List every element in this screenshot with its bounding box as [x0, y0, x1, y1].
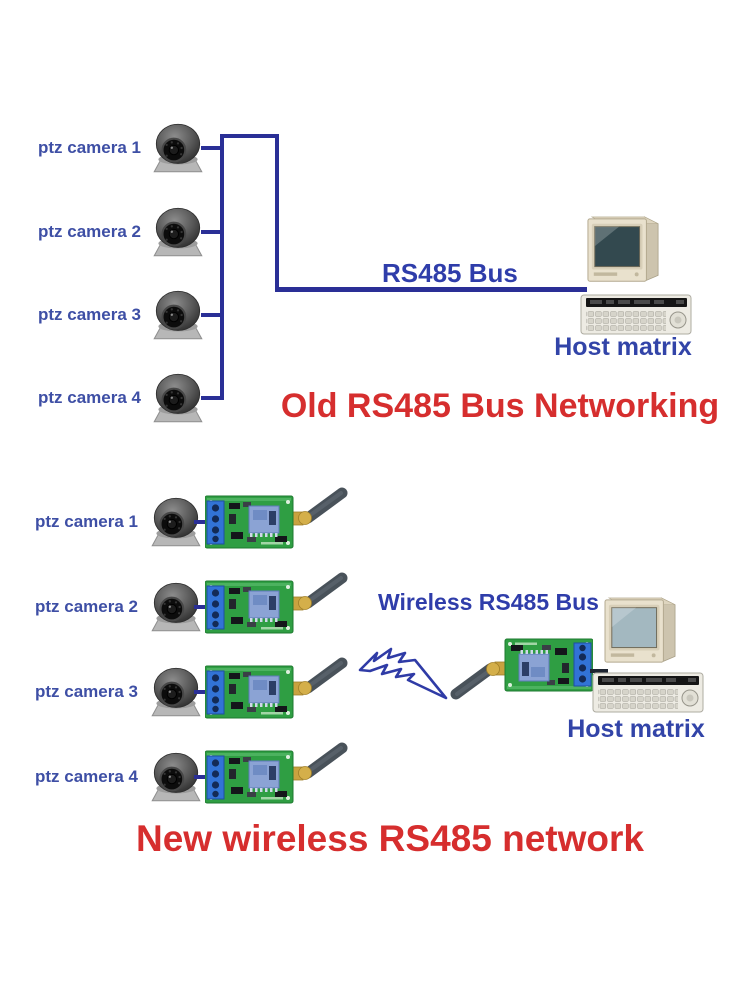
rf-module-icon: [205, 569, 355, 644]
bus-vertical-line: [220, 134, 224, 400]
wireless-bus-label: Wireless RS485 Bus: [378, 589, 599, 615]
rf-module-icon: [205, 739, 355, 814]
camera-label: ptz camera 4: [35, 767, 138, 786]
host-matrix-label: Host matrix: [554, 333, 692, 361]
camera-label: ptz camera 1: [38, 138, 141, 157]
camera-module-link: [194, 520, 209, 524]
dome-camera-icon: [147, 289, 209, 341]
camera-bus-stub: [201, 230, 224, 234]
rs485-bus-line: [275, 287, 587, 292]
rf-module-icon: [205, 484, 355, 559]
bus-drop-line: [275, 134, 279, 291]
camera-bus-stub: [201, 396, 224, 400]
dome-camera-icon: [147, 372, 209, 424]
camera-label: ptz camera 2: [38, 222, 141, 241]
crt-monitor-icon: [602, 596, 680, 668]
camera-module-link: [194, 605, 209, 609]
camera-label: ptz camera 3: [38, 305, 141, 324]
rf-module-icon: [443, 628, 593, 703]
camera-module-link: [194, 690, 209, 694]
camera-label: ptz camera 2: [35, 597, 138, 616]
dome-camera-icon: [147, 122, 209, 174]
camera-bus-stub: [201, 313, 224, 317]
camera-label: ptz camera 3: [35, 682, 138, 701]
camera-bus-stub: [201, 146, 224, 150]
matrix-keyboard-icon: [592, 668, 705, 714]
rf-module-icon: [205, 654, 355, 729]
camera-label: ptz camera 1: [35, 512, 138, 531]
camera-label: ptz camera 4: [38, 388, 141, 407]
host-matrix-label: Host matrix: [567, 715, 705, 743]
lightning-bolt-icon: [356, 640, 451, 705]
module-host-link: [590, 669, 608, 673]
rs485-bus-label: RS485 Bus: [382, 258, 518, 288]
dome-camera-icon: [147, 206, 209, 258]
new-network-title: New wireless RS485 network: [136, 818, 644, 859]
camera-module-link: [194, 775, 209, 779]
crt-monitor-icon: [586, 214, 662, 288]
bus-top-jog-line: [220, 134, 279, 138]
old-network-title: Old RS485 Bus Networking: [280, 387, 720, 425]
matrix-keyboard-icon: [580, 290, 693, 336]
